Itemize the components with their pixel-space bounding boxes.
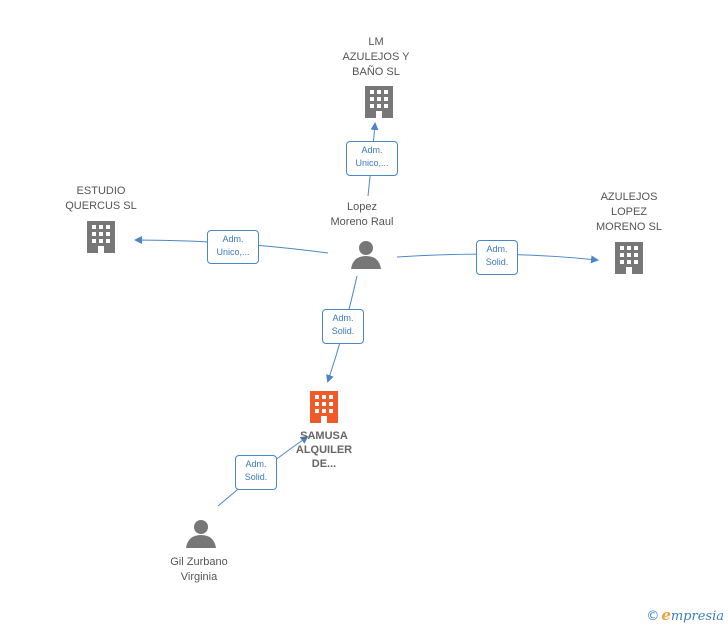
label-line: ESTUDIO [76, 185, 126, 197]
node-samusa[interactable]: SAMUSA ALQUILER DE... [278, 429, 370, 471]
building-icon-estudio [87, 221, 115, 253]
label-line: LM [368, 36, 384, 48]
edge-label-line: Adm. [332, 313, 354, 323]
node-label: LM AZULEJOS Y BAÑO SL [330, 35, 422, 80]
node-label: Gil Zurbano Virginia [153, 555, 245, 585]
node-lopez-moreno[interactable]: Lopez Moreno Raul [316, 200, 408, 230]
label-line: Lopez [347, 201, 377, 213]
label-line: SAMUSA [300, 430, 348, 442]
label-line: Virginia [180, 571, 218, 583]
label-line: Gil Zurbano [170, 556, 228, 568]
edge-label-lopez-azulejos[interactable]: Adm. Solid. [476, 240, 518, 275]
edge-label-lopez-samusa[interactable]: Adm. Solid. [322, 309, 364, 344]
brand-initial: e [661, 606, 671, 624]
building-icon-samusa [310, 391, 338, 423]
label-line: QUERCUS SL [65, 200, 137, 212]
label-line: AZULEJOS Y [342, 51, 410, 63]
label-line: DE... [311, 458, 337, 470]
edge-label-line: Solid. [331, 326, 355, 336]
label-line: LOPEZ [610, 206, 648, 218]
label-line: ALQUILER [295, 444, 353, 456]
brand-footer: ©empresia [646, 606, 724, 624]
edge-label-line: Solid. [244, 472, 268, 482]
node-label: Lopez Moreno Raul [316, 200, 408, 230]
node-azulejos-lopez[interactable]: AZULEJOS LOPEZ MORENO SL [583, 190, 675, 235]
node-label: AZULEJOS LOPEZ MORENO SL [583, 190, 675, 235]
node-lm-azulejos[interactable]: LM AZULEJOS Y BAÑO SL [330, 35, 422, 80]
edge-label-lopez-lm[interactable]: Adm. Unico,... [346, 141, 398, 176]
edge-label-line: Unico,... [355, 158, 389, 168]
copyright-icon: © [646, 609, 660, 624]
edge-label-line: Unico,... [216, 247, 250, 257]
label-line: MORENO SL [595, 221, 662, 233]
person-icon-gil [186, 520, 216, 548]
edge-label-line: Adm. [245, 459, 267, 469]
label-line: AZULEJOS [600, 191, 658, 203]
label-line: BAÑO SL [352, 66, 400, 78]
brand-name: mpresia [670, 609, 724, 624]
label-line: Moreno Raul [330, 216, 394, 228]
building-icon-lm [365, 86, 393, 118]
edge-label-gil-samusa[interactable]: Adm. Solid. [235, 455, 277, 490]
node-label: ESTUDIO QUERCUS SL [55, 184, 147, 214]
node-label: SAMUSA ALQUILER DE... [278, 429, 370, 471]
edge-label-line: Adm. [222, 234, 244, 244]
node-gil-zurbano[interactable]: Gil Zurbano Virginia [153, 555, 245, 585]
edge-label-line: Solid. [485, 257, 509, 267]
node-estudio-quercus[interactable]: ESTUDIO QUERCUS SL [55, 184, 147, 214]
building-icon-azulejos [615, 242, 643, 274]
edge-label-line: Adm. [361, 145, 383, 155]
person-icon-lopez [351, 241, 381, 269]
edge-label-line: Adm. [486, 244, 508, 254]
edge-label-lopez-estudio[interactable]: Adm. Unico,... [207, 230, 259, 264]
